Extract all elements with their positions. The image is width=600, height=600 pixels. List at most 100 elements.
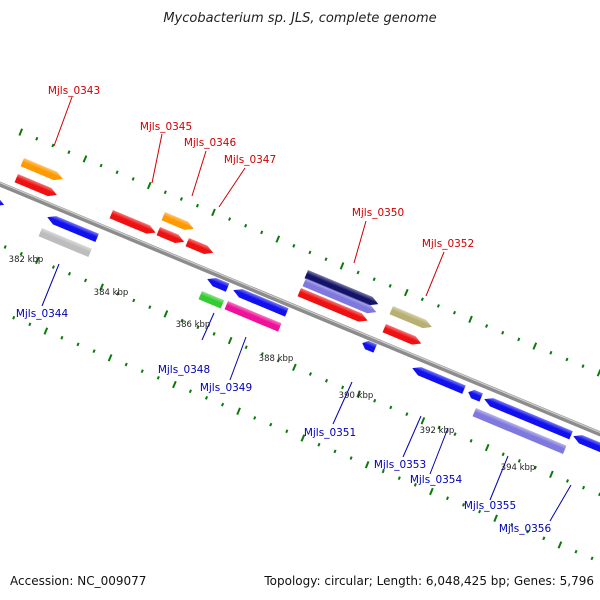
minor-tick	[533, 465, 537, 470]
minor-tick	[60, 335, 64, 340]
gene-label-reverse: Mjls_0351	[304, 427, 356, 439]
gene-0355-purple	[472, 408, 567, 454]
gene-0356b-blue	[573, 435, 600, 456]
minor-tick	[389, 405, 393, 410]
gene-0346b-red	[156, 227, 185, 243]
minor-tick	[405, 412, 409, 416]
gene-label-forward: Mjls_0345	[140, 121, 192, 133]
major-tick	[146, 181, 152, 190]
minor-tick	[76, 342, 80, 347]
gene-0356-blue	[484, 398, 573, 440]
gene-label-forward: Mjls_0343	[48, 85, 100, 97]
leader-line	[549, 484, 572, 522]
gene-0344b-gray	[38, 228, 92, 258]
gene-label-reverse: Mjls_0354	[410, 474, 463, 486]
minor-tick	[269, 422, 273, 427]
minor-tick	[115, 170, 119, 175]
minor-tick	[124, 362, 128, 367]
minor-tick	[397, 476, 401, 480]
major-tick	[549, 470, 554, 478]
minor-tick	[67, 271, 72, 276]
genome-summary: Topology: circular; Length: 6,048,425 bp…	[264, 574, 594, 588]
minor-tick	[260, 352, 264, 356]
gene-labels: Mjls_0343Mjls_0345Mjls_0346Mjls_0347Mjls…	[16, 85, 552, 535]
minor-tick	[285, 429, 289, 434]
gene-0352-khaki	[389, 306, 432, 329]
minor-tick	[92, 349, 96, 353]
minor-tick	[35, 136, 39, 141]
tick-marks	[3, 128, 600, 561]
minor-tick	[381, 469, 385, 474]
gene-0346-orange	[161, 212, 194, 230]
minor-tick	[517, 337, 521, 342]
minor-tick	[501, 330, 505, 335]
gene-label-reverse: Mjls_0356	[499, 523, 552, 535]
major-tick	[532, 342, 538, 350]
major-tick	[211, 208, 216, 217]
minor-tick	[228, 217, 232, 221]
scale-label: 386 kbp	[176, 320, 211, 330]
leader-line	[425, 251, 445, 297]
minor-tick	[308, 372, 313, 376]
minor-tick	[478, 509, 482, 514]
major-tick	[275, 235, 281, 243]
gene-label-forward: Mjls_0352	[422, 238, 474, 250]
gene-0354-blue	[468, 389, 483, 402]
major-tick	[420, 417, 426, 425]
minor-tick	[3, 245, 7, 249]
minor-tick	[549, 350, 553, 355]
minor-tick	[156, 376, 160, 380]
minor-tick	[356, 270, 360, 275]
minor-tick	[83, 278, 88, 283]
major-tick	[356, 390, 361, 398]
leader-line	[489, 455, 509, 501]
minor-tick	[324, 257, 328, 261]
genome-backbone	[0, 181, 600, 437]
minor-tick	[437, 425, 441, 430]
major-tick	[364, 461, 370, 469]
scale-label: 392 kbp	[420, 426, 455, 436]
major-tick	[557, 541, 563, 549]
scale-label: 382 kbp	[9, 255, 44, 265]
major-tick	[35, 256, 40, 265]
gene-0351-blue	[362, 340, 377, 353]
minor-tick	[204, 396, 209, 400]
gene-0353-blue	[412, 367, 466, 394]
minor-tick	[276, 358, 280, 363]
gene-0349a-blue	[233, 289, 289, 317]
gene-0350b-purple	[302, 278, 377, 314]
minor-tick	[260, 230, 264, 235]
minor-tick	[333, 449, 337, 454]
gene-0345-red	[109, 210, 156, 234]
leader-line	[429, 427, 449, 475]
leader-line	[191, 150, 207, 197]
minor-tick	[373, 398, 377, 403]
leader-line	[218, 167, 246, 208]
minor-tick	[116, 291, 120, 296]
minor-tick	[253, 416, 257, 420]
gene-0343-orange	[20, 158, 63, 181]
minor-tick	[349, 456, 353, 460]
scale-label: 394 kbp	[501, 463, 536, 473]
gene-0342-blue	[0, 190, 5, 206]
minor-tick	[99, 163, 103, 168]
major-tick	[596, 369, 600, 377]
minor-tick	[445, 496, 450, 501]
gene-label-reverse: Mjls_0355	[464, 500, 516, 512]
minor-tick	[148, 305, 152, 309]
minor-tick	[67, 150, 71, 155]
minor-tick	[244, 345, 248, 350]
minor-tick	[244, 223, 248, 228]
minor-tick	[510, 523, 514, 527]
gene-0343b-red	[14, 174, 57, 197]
gene-0348-green	[198, 291, 225, 309]
minor-tick	[542, 536, 546, 541]
gene-label-forward: Mjls_0346	[184, 137, 237, 149]
minor-tick	[469, 439, 473, 443]
gene-label-reverse: Mjls_0353	[374, 459, 426, 471]
minor-tick	[581, 485, 586, 490]
minor-tick	[574, 549, 578, 554]
major-tick	[18, 128, 24, 136]
gene-0344-blue	[47, 216, 99, 243]
